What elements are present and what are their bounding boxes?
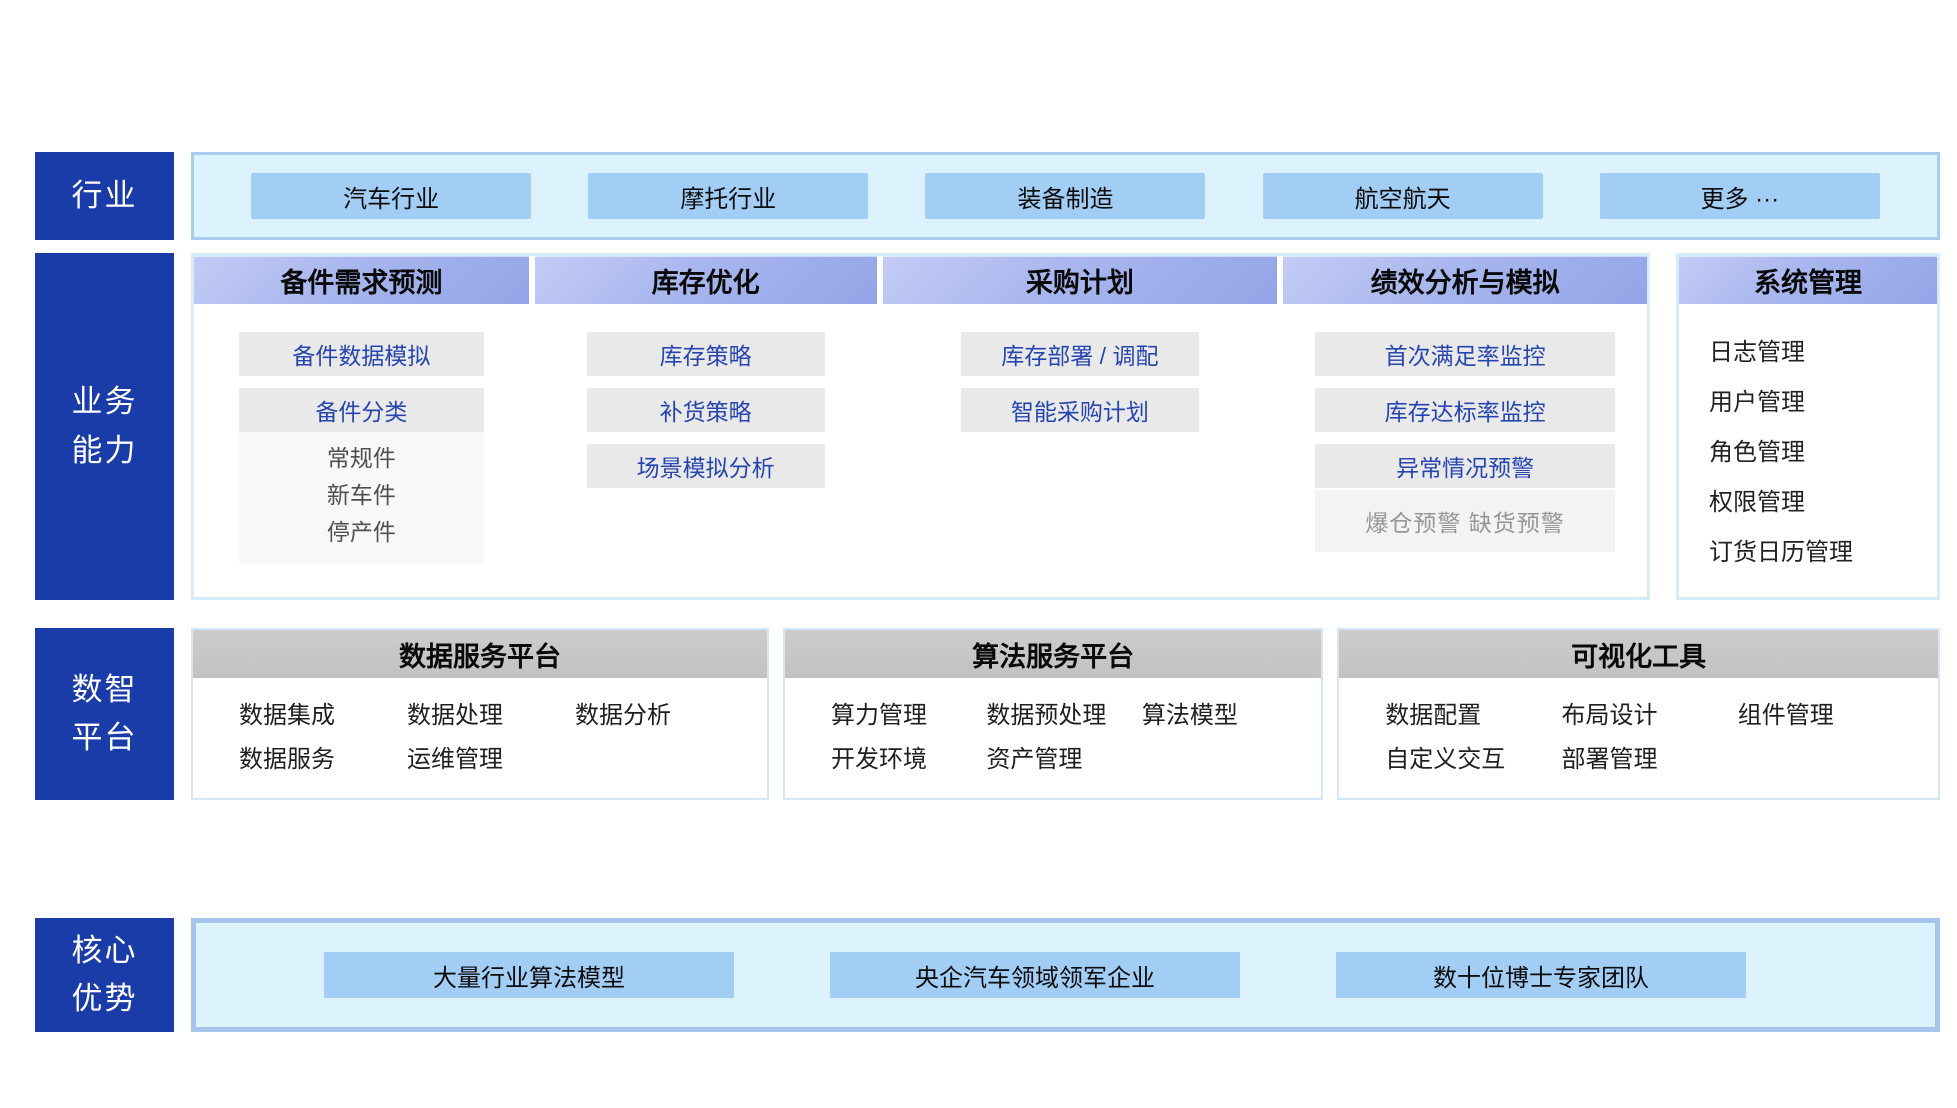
header-system-management: 系统管理 — [1679, 256, 1937, 304]
header-performance-analysis: 绩效分析与模拟 — [1283, 256, 1647, 304]
item-spare-data-simulation: 备件数据模拟 — [238, 332, 484, 376]
item-data-configuration: 数据配置 — [1385, 702, 1482, 729]
chip-industry-algorithm-models: 大量行业算法模型 — [324, 952, 734, 998]
header-spare-demand-forecast: 备件需求预测 — [194, 256, 529, 304]
column-performance-analysis: 绩效分析与模拟 首次满足率监控 库存达标率监控 异常情况预警 爆仓预警 缺货预警 — [1283, 256, 1647, 597]
header-inventory-optimization: 库存优化 — [534, 256, 877, 304]
item-deployment-management: 部署管理 — [1561, 746, 1658, 773]
industry-row: 行业 汽车行业 摩托行业 装备制造 航空航天 更多 ··· — [35, 152, 1940, 240]
column-procurement-plan: 采购计划 库存部署 / 调配 智能采购计划 — [882, 256, 1278, 597]
row-label-business-line1: 业务 — [71, 384, 138, 420]
subitem-discontinued-parts: 停产件 — [326, 519, 396, 545]
item-log-management: 日志管理 — [1709, 339, 1805, 366]
item-inventory-deployment: 库存部署 / 调配 — [960, 332, 1199, 376]
column-spare-demand-forecast: 备件需求预测 备件数据模拟 备件分类 常规件 新车件 停产件 — [194, 256, 529, 597]
algorithm-service-platform-items: 算力管理 数据预处理 算法模型 开发环境 资产管理 — [785, 678, 1321, 778]
header-algorithm-service-platform: 算法服务平台 — [784, 630, 1322, 678]
business-panels: 备件需求预测 备件数据模拟 备件分类 常规件 新车件 停产件 库存优化 库存策略… — [191, 253, 1940, 600]
subitem-new-vehicle-parts: 新车件 — [326, 482, 396, 508]
chip-soe-leading-enterprise: 央企汽车领域领军企业 — [830, 952, 1240, 998]
row-label-industry-text: 行业 — [71, 177, 138, 213]
system-management-list: 日志管理 用户管理 角色管理 权限管理 订货日历管理 — [1679, 304, 1937, 578]
item-layout-design: 布局设计 — [1561, 702, 1658, 729]
item-inventory-compliance-monitoring: 库存达标率监控 — [1315, 388, 1616, 432]
chip-phd-expert-team: 数十位博士专家团队 — [1336, 952, 1746, 998]
data-service-platform-items: 数据集成 数据处理 数据分析 数据服务 运维管理 — [193, 678, 767, 778]
chip-more-industries: 更多 ··· — [1599, 173, 1880, 219]
core-advantage-row: 核心 优势 大量行业算法模型 央企汽车领域领军企业 数十位博士专家团队 — [35, 918, 1940, 1032]
row-label-advantage-line1: 核心 — [71, 932, 138, 968]
item-data-analysis: 数据分析 — [574, 702, 671, 729]
row-label-advantage: 核心 优势 — [35, 918, 174, 1032]
business-capability-row: 业务 能力 备件需求预测 备件数据模拟 备件分类 常规件 新车件 停产件 库存优… — [35, 253, 1940, 600]
header-procurement-plan: 采购计划 — [882, 256, 1278, 304]
item-role-management: 角色管理 — [1709, 439, 1805, 466]
spare-classification-sublist: 常规件 新车件 停产件 — [238, 432, 484, 563]
subitem-regular-parts: 常规件 — [326, 445, 396, 471]
item-asset-management: 资产管理 — [986, 746, 1083, 773]
row-label-advantage-line2: 优势 — [71, 981, 138, 1016]
item-spare-classification: 备件分类 — [238, 388, 484, 432]
item-computing-power-management: 算力管理 — [830, 702, 927, 729]
item-data-integration: 数据集成 — [239, 702, 335, 729]
row-label-platform-line2: 平台 — [71, 720, 138, 755]
item-exception-warning: 异常情况预警 — [1315, 444, 1616, 488]
row-label-business: 业务 能力 — [35, 253, 174, 600]
row-label-industry: 行业 — [35, 152, 174, 240]
item-first-fill-rate-monitoring: 首次满足率监控 — [1315, 332, 1616, 376]
item-ops-management: 运维管理 — [406, 746, 503, 773]
row-label-platform: 数智 平台 — [35, 628, 174, 800]
algorithm-service-platform-panel: 算法服务平台 算力管理 数据预处理 算法模型 开发环境 资产管理 — [782, 628, 1324, 800]
item-dev-environment: 开发环境 — [830, 746, 927, 773]
chip-auto-industry: 汽车行业 — [251, 173, 532, 219]
system-management-panel: 系统管理 日志管理 用户管理 角色管理 权限管理 订货日历管理 — [1676, 253, 1940, 600]
item-custom-interaction: 自定义交互 — [1385, 746, 1506, 773]
item-smart-procurement-plan: 智能采购计划 — [960, 388, 1199, 432]
chip-moto-industry: 摩托行业 — [588, 173, 869, 219]
item-replenishment-strategy: 补货策略 — [586, 388, 825, 432]
item-scenario-simulation-analysis: 场景模拟分析 — [586, 444, 825, 488]
visualization-tools-panel: 可视化工具 数据配置 布局设计 组件管理 自定义交互 部署管理 — [1337, 628, 1940, 800]
item-algorithm-model: 算法模型 — [1141, 702, 1238, 729]
item-component-management: 组件管理 — [1737, 702, 1834, 729]
item-order-calendar-management: 订货日历管理 — [1709, 539, 1853, 566]
row-label-platform-line1: 数智 — [71, 671, 138, 707]
item-overflow-shortage-warning: 爆仓预警 缺货预警 — [1315, 490, 1616, 552]
item-data-processing: 数据处理 — [406, 702, 503, 729]
chip-aerospace: 航空航天 — [1262, 173, 1543, 219]
item-data-preprocessing: 数据预处理 — [986, 702, 1107, 729]
column-inventory-optimization: 库存优化 库存策略 补货策略 场景模拟分析 — [534, 256, 877, 597]
chip-equipment-manufacturing: 装备制造 — [925, 173, 1206, 219]
header-visualization-tools: 可视化工具 — [1339, 630, 1938, 678]
item-user-management: 用户管理 — [1709, 389, 1805, 416]
industry-panel: 汽车行业 摩托行业 装备制造 航空航天 更多 ··· — [191, 152, 1940, 240]
item-data-service: 数据服务 — [239, 746, 335, 773]
item-inventory-strategy: 库存策略 — [586, 332, 825, 376]
data-service-platform-panel: 数据服务平台 数据集成 数据处理 数据分析 数据服务 运维管理 — [191, 628, 769, 800]
header-data-service-platform: 数据服务平台 — [193, 630, 767, 678]
row-label-business-line2: 能力 — [71, 432, 138, 468]
visualization-tools-items: 数据配置 布局设计 组件管理 自定义交互 部署管理 — [1339, 678, 1938, 778]
platform-panels: 数据服务平台 数据集成 数据处理 数据分析 数据服务 运维管理 算法服务平台 算… — [191, 628, 1940, 800]
advantage-panel: 大量行业算法模型 央企汽车领域领军企业 数十位博士专家团队 — [191, 918, 1940, 1032]
item-permission-management: 权限管理 — [1709, 489, 1805, 516]
business-main-panel: 备件需求预测 备件数据模拟 备件分类 常规件 新车件 停产件 库存优化 库存策略… — [191, 253, 1650, 600]
platform-row: 数智 平台 数据服务平台 数据集成 数据处理 数据分析 数据服务 运维管理 算法… — [35, 628, 1940, 800]
